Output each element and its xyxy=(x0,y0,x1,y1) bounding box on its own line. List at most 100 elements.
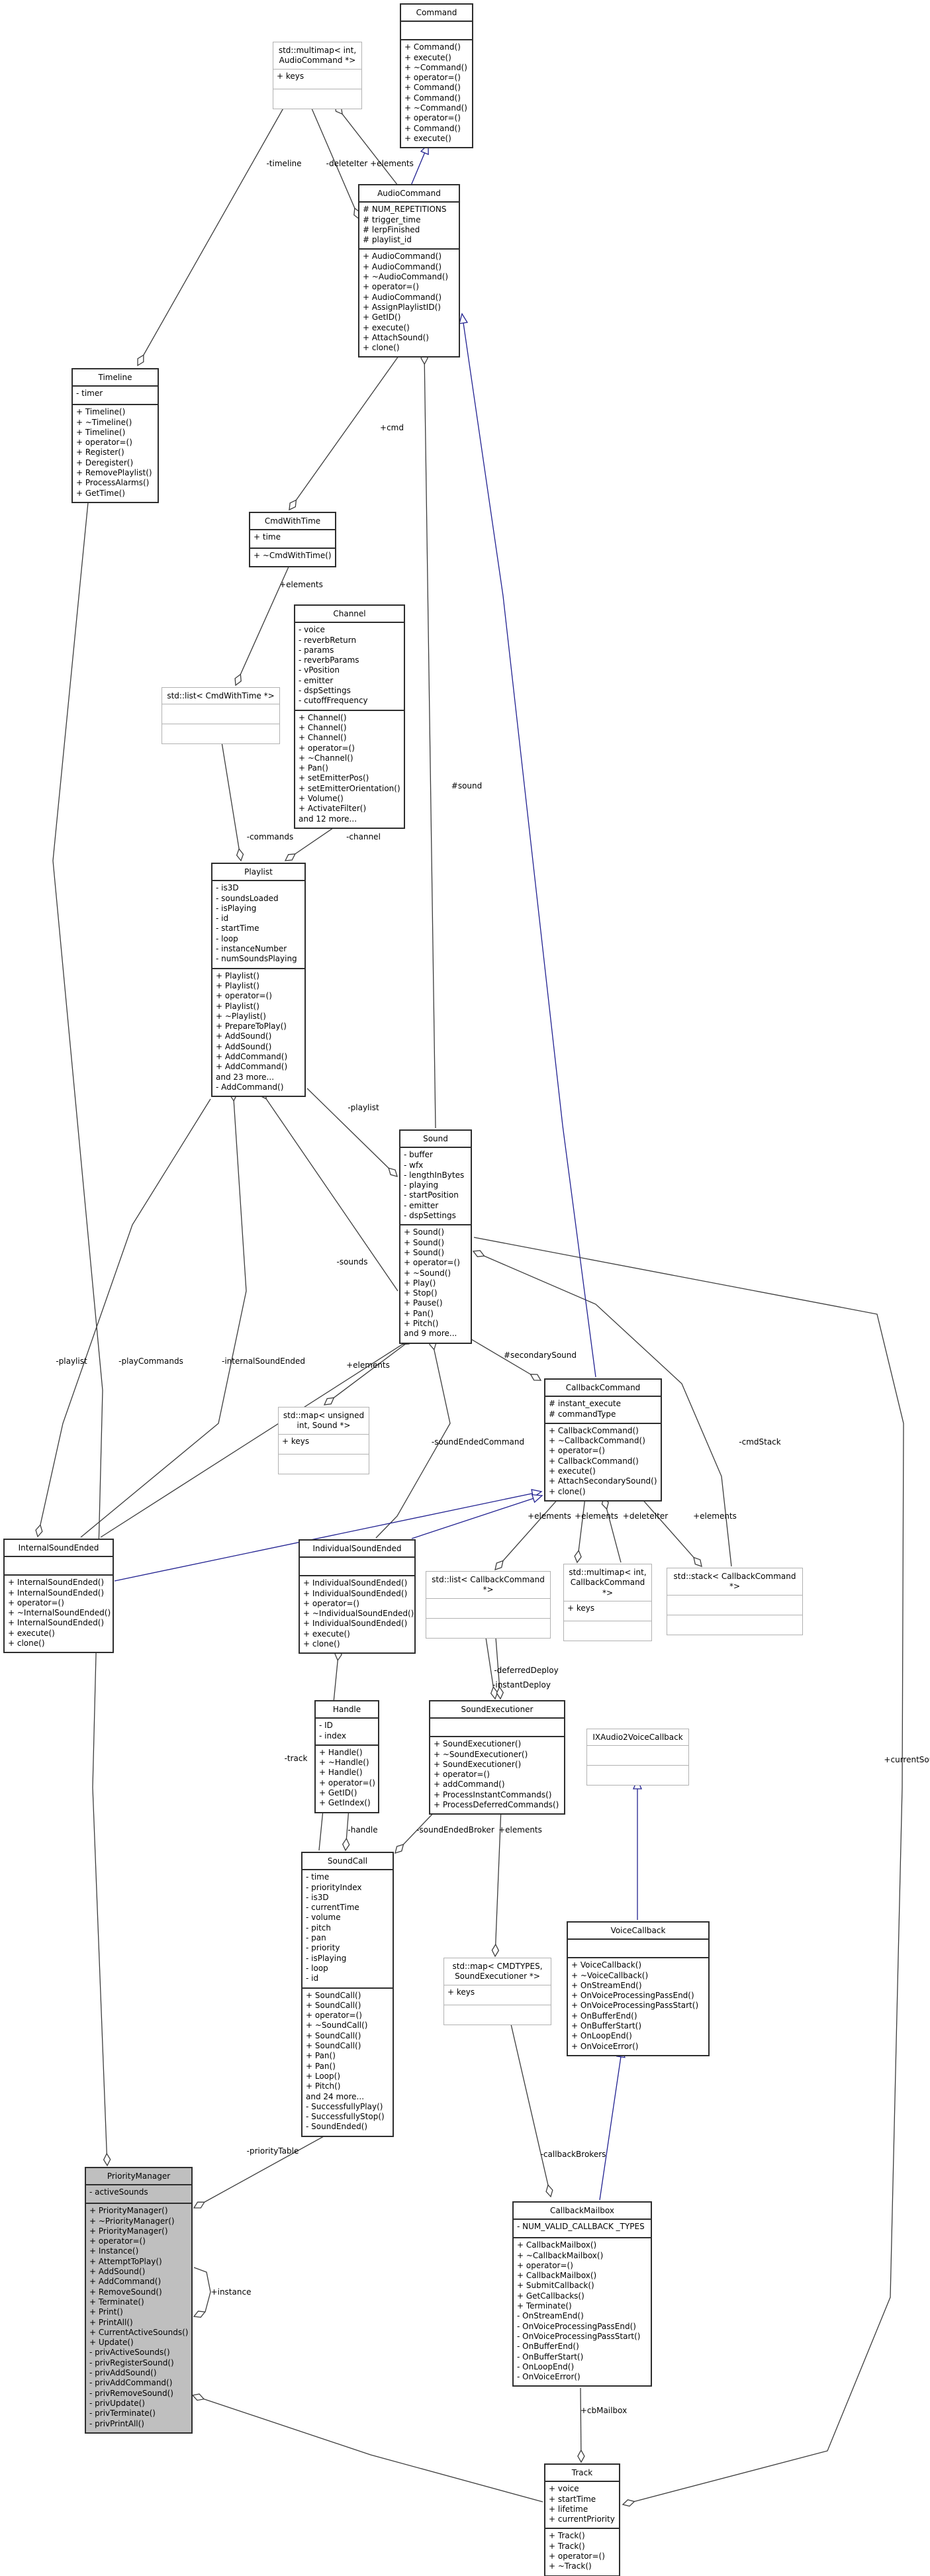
class-node-handle[interactable]: Handle- ID- index+ Handle()+ ~Handle()+ … xyxy=(314,1700,379,1813)
class-method: + AddSound() xyxy=(216,1041,272,1051)
class-method: + OnBufferEnd() xyxy=(571,2011,637,2021)
class-method: + PrintAll() xyxy=(89,2317,133,2327)
class-node-playlist[interactable]: Playlist- is3D- soundsLoaded- isPlaying-… xyxy=(211,863,306,1098)
class-node-multimap-audiocommand[interactable]: std::multimap< int, AudioCommand *>+ key… xyxy=(273,42,362,109)
aggregation-diamond-icon xyxy=(577,2449,585,2463)
aggregation-diamond-icon xyxy=(236,847,244,862)
edge-prioritymanager-instance-loop xyxy=(193,2267,211,2317)
class-method: + execute() xyxy=(303,1629,350,1639)
class-node-callbackcommand[interactable]: CallbackCommand# instant_execute# comman… xyxy=(544,1378,662,1502)
class-attribute: # NUM_REPETITIONS xyxy=(363,205,447,215)
class-node-map-sound[interactable]: std::map< unsigned int, Sound *>+ keys xyxy=(278,1407,369,1474)
edge-label: -instantDeploy xyxy=(492,1680,551,1690)
class-node-map-cmdtypes[interactable]: std::map< CMDTYPES, SoundExecutioner *>+… xyxy=(443,1958,551,2025)
class-title: std::list< CallbackCommand *> xyxy=(426,1572,550,1599)
class-attributes xyxy=(568,1940,708,1959)
class-method: + GetCallbacks() xyxy=(517,2291,584,2301)
class-node-prioritymanager[interactable]: PriorityManager- activeSounds+ PriorityM… xyxy=(85,2167,193,2434)
class-attribute: # commandType xyxy=(549,1409,616,1419)
edge-mapcmdtypes-soundexecutioner xyxy=(494,1807,502,1957)
class-attribute: - loop xyxy=(216,933,238,943)
class-attribute: - is3D xyxy=(216,883,239,893)
class-methods: + Channel()+ Channel()+ Channel()+ opera… xyxy=(295,711,404,828)
class-method: + InternalSoundEnded() xyxy=(8,1588,105,1598)
edge-internalsoundended-playlist xyxy=(37,1098,211,1537)
edge-sound-individualsoundended xyxy=(375,1337,451,1539)
class-attributes: + keys xyxy=(273,70,361,89)
class-node-voicecallback[interactable]: VoiceCallback+ VoiceCallback()+ ~VoiceCa… xyxy=(567,1921,710,2056)
class-methods: + SoundExecutioner()+ ~SoundExecutioner(… xyxy=(430,1737,564,1813)
class-method: + Update() xyxy=(89,2338,134,2348)
class-node-sound[interactable]: Sound- buffer- wfx- lengthInBytes- playi… xyxy=(399,1129,472,1344)
edge-label: -sounds xyxy=(336,1257,368,1266)
class-methods: + Playlist()+ Playlist()+ operator=()+ P… xyxy=(212,969,304,1096)
class-attribute: + keys xyxy=(282,1436,310,1446)
class-node-channel[interactable]: Channel- voice- reverbReturn- params- re… xyxy=(294,604,405,829)
class-title: Playlist xyxy=(212,864,304,882)
edge-label: -timeline xyxy=(266,159,302,168)
class-methods: + CallbackMailbox()+ ~CallbackMailbox()+… xyxy=(514,2238,651,2385)
class-node-individualsoundended[interactable]: IndividualSoundEnded+ IndividualSoundEnd… xyxy=(299,1539,416,1654)
class-node-timeline[interactable]: Timeline- timer+ Timeline()+ ~Timeline()… xyxy=(71,368,159,503)
class-node-command[interactable]: Command+ Command()+ execute()+ ~Command(… xyxy=(400,3,473,149)
class-method: - SuccessfullyPlay() xyxy=(306,2101,383,2111)
class-node-track[interactable]: Track+ voice+ startTime+ lifetime+ curre… xyxy=(544,2463,620,2576)
class-method: + Playlist() xyxy=(216,971,259,980)
class-method: + CallbackCommand() xyxy=(549,1425,639,1435)
class-method: + Terminate() xyxy=(89,2297,144,2307)
class-title: std::map< CMDTYPES, SoundExecutioner *> xyxy=(444,1958,551,1985)
class-attribute: - reverbReturn xyxy=(299,635,357,645)
class-methods xyxy=(444,2005,551,2025)
class-method: + IndividualSoundEnded() xyxy=(303,1578,408,1588)
aggregation-diamond-icon xyxy=(494,1560,504,1570)
class-method: + execute() xyxy=(8,1628,55,1638)
class-node-soundcall[interactable]: SoundCall- time- priorityIndex- is3D- cu… xyxy=(301,1852,394,2137)
class-node-soundexecutioner[interactable]: SoundExecutioner + SoundExecutioner()+ ~S… xyxy=(429,1700,565,1815)
edge-label: +elements xyxy=(528,1511,571,1521)
class-title: SoundExecutioner xyxy=(430,1701,564,1719)
edge-track-sound xyxy=(473,1237,904,2505)
class-attribute: - currentTime xyxy=(306,1903,359,1913)
class-method: + OnVoiceError() xyxy=(571,2041,639,2051)
class-node-stack-callbackcommand[interactable]: std::stack< CallbackCommand *> xyxy=(667,1568,803,1635)
class-node-ixaudio2voicecallback[interactable]: IXAudio2VoiceCallback xyxy=(586,1729,689,1786)
aggregation-diamond-icon xyxy=(234,673,242,687)
class-methods xyxy=(667,1615,802,1635)
class-node-callbackmailbox[interactable]: CallbackMailbox- NUM_VALID_CALLBACK _TYP… xyxy=(512,2201,652,2387)
class-method: + AddCommand() xyxy=(89,2277,162,2287)
class-methods xyxy=(587,1766,688,1785)
class-node-internalsoundended[interactable]: InternalSoundEnded+ InternalSoundEnded()… xyxy=(3,1539,114,1654)
edge-listcb-callbackcommand xyxy=(494,1497,560,1570)
class-methods: + Command()+ execute()+ ~Command()+ oper… xyxy=(401,40,472,147)
class-method: + Register() xyxy=(76,448,124,457)
class-attribute: - voice xyxy=(299,625,325,635)
class-attribute: - time xyxy=(306,1872,330,1882)
class-method: - OnBufferStart() xyxy=(517,2352,584,2361)
class-method: + ~Track() xyxy=(549,2561,592,2571)
class-node-multimap-callbackcommand[interactable]: std::multimap< int, CallbackCommand *>+ … xyxy=(563,1564,652,1641)
edge-label: +currentSound xyxy=(884,1755,930,1764)
edge-label: +elements xyxy=(370,159,414,168)
edge-label: +instance xyxy=(210,2287,252,2297)
edge-prioritymanager-timeline xyxy=(52,495,108,2166)
class-method: + GetTime() xyxy=(76,488,125,498)
class-attribute: - priority xyxy=(306,1943,340,1953)
class-method: + ~Command() xyxy=(404,103,467,113)
class-method: + setEmitterOrientation() xyxy=(299,783,400,793)
aggregation-diamond-icon xyxy=(491,1943,500,1958)
class-node-cmdwithtime[interactable]: CmdWithTime+ time+ ~CmdWithTime() xyxy=(249,512,336,568)
class-method: - OnVoiceError() xyxy=(517,2372,581,2382)
class-method: + IndividualSoundEnded() xyxy=(303,1588,408,1598)
class-method: + PriorityManager() xyxy=(89,2226,168,2236)
class-node-list-callbackcommand[interactable]: std::list< CallbackCommand *> xyxy=(426,1571,551,1639)
class-attribute: # instant_execute xyxy=(549,1399,622,1409)
class-method: + Pan() xyxy=(306,2061,336,2071)
class-attributes: - NUM_VALID_CALLBACK _TYPES xyxy=(514,2220,651,2239)
aggregation-diamond-icon xyxy=(622,2499,635,2507)
class-attribute: - loop xyxy=(306,1963,328,1973)
class-method: + Pitch() xyxy=(404,1319,439,1329)
class-node-list-cmdwithtime[interactable]: std::list< CmdWithTime *> xyxy=(162,687,280,745)
class-node-audiocommand[interactable]: AudioCommand# NUM_REPETITIONS# trigger_t… xyxy=(358,184,460,358)
class-method: + OnLoopEnd() xyxy=(571,2031,632,2041)
